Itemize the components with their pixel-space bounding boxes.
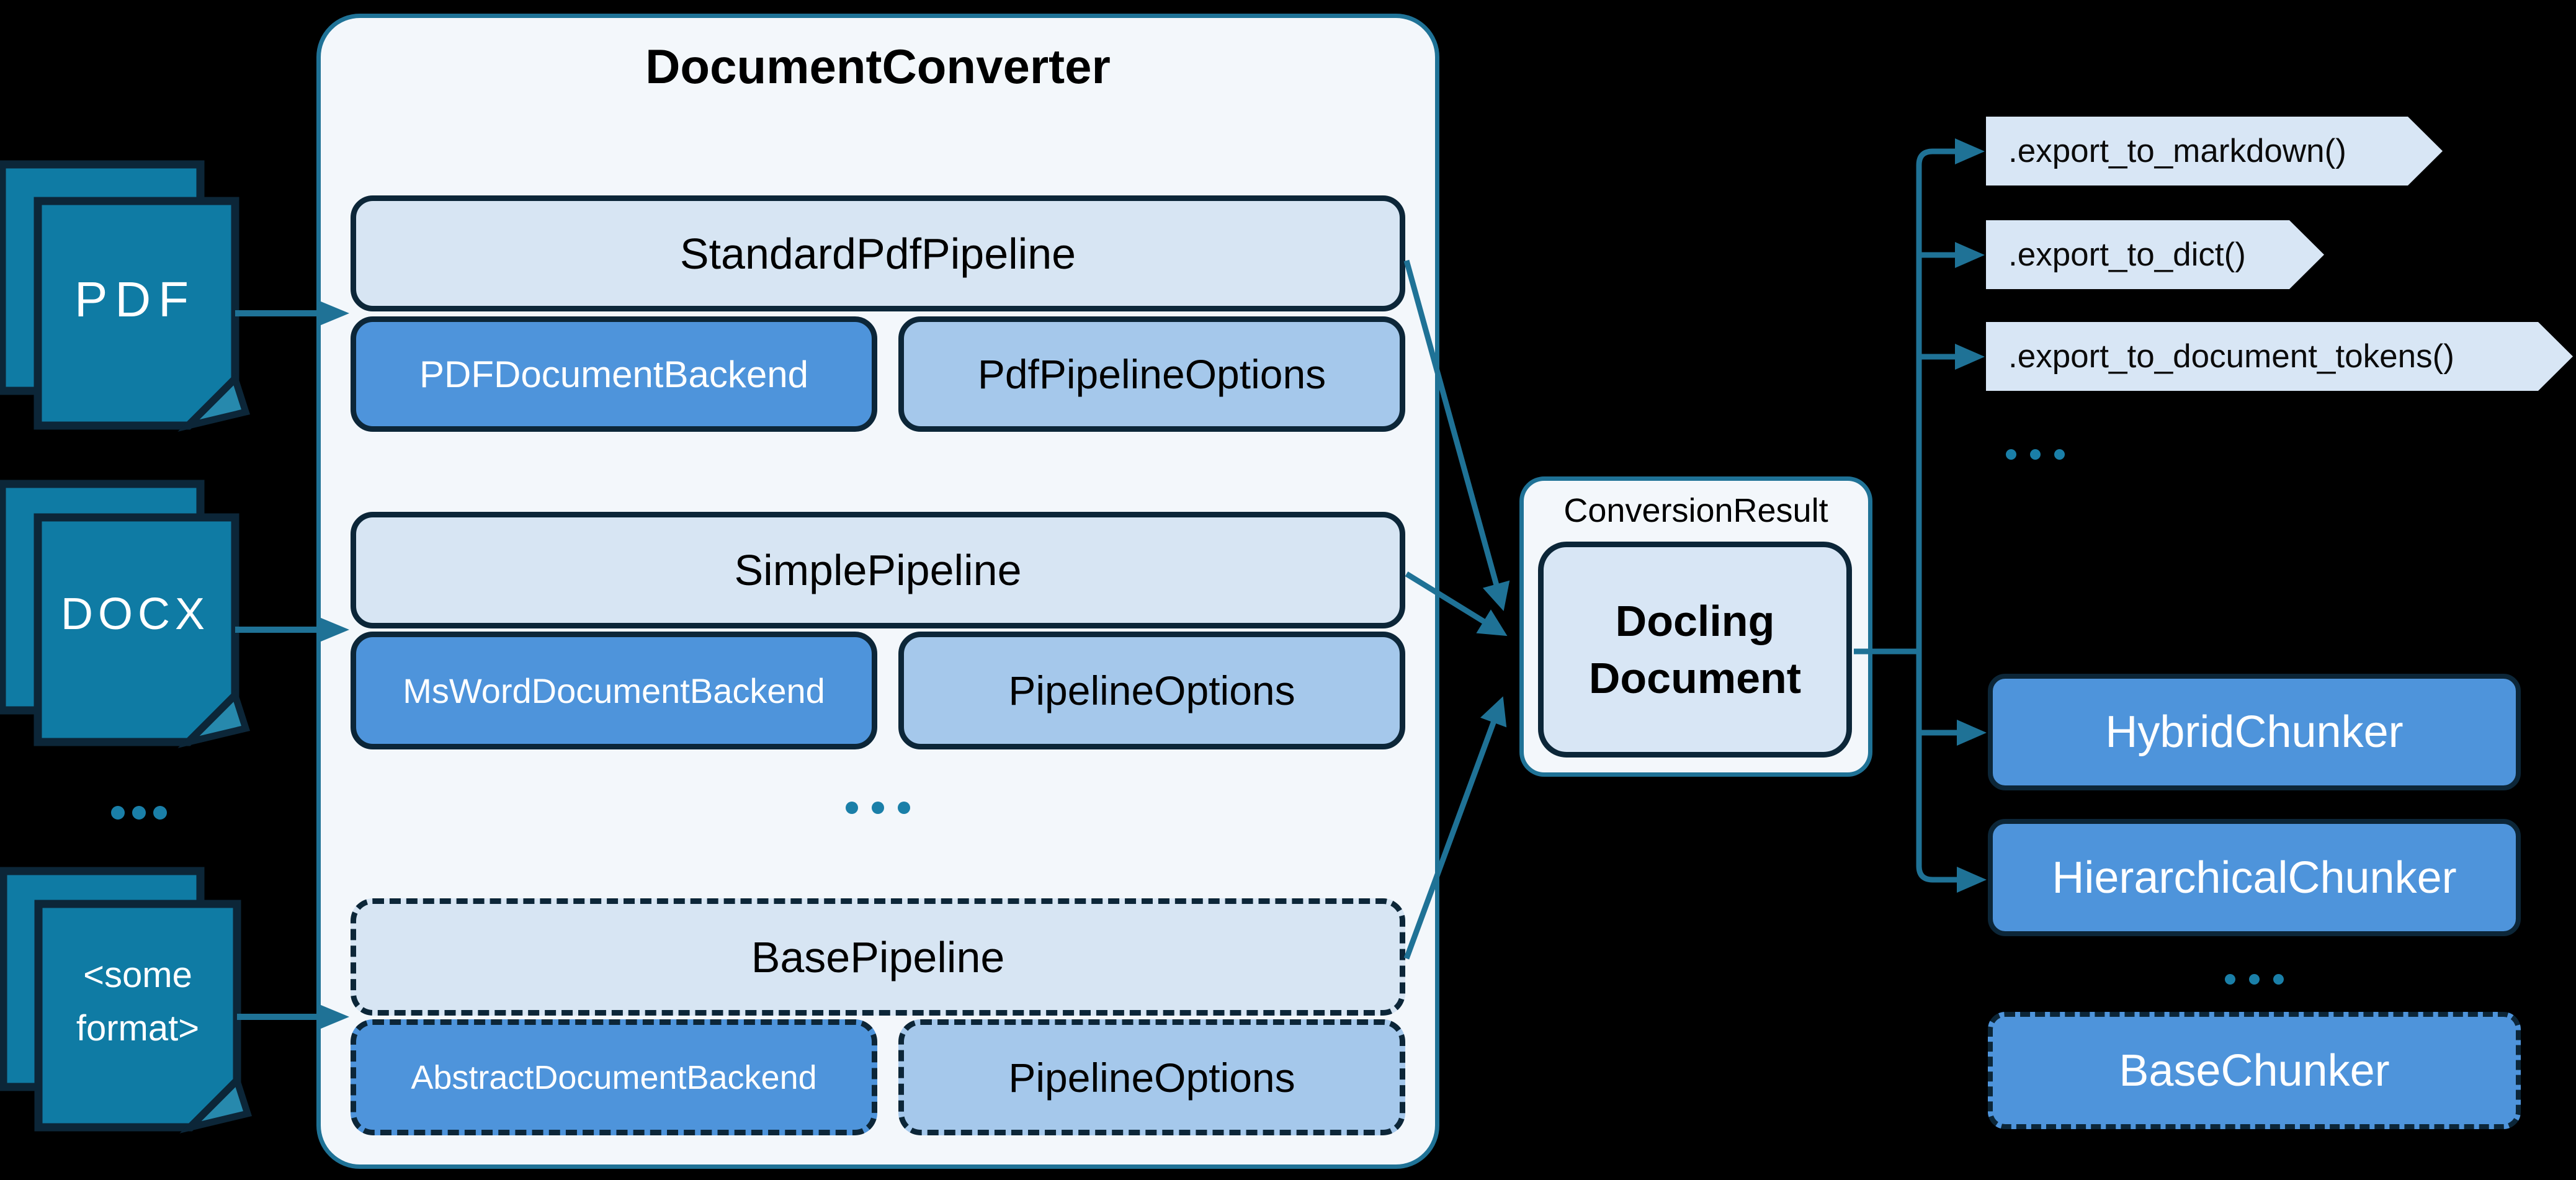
exports-ellipsis-icon (2001, 440, 2069, 468)
pipeline-standard-pdf-label: StandardPdfPipeline (679, 229, 1076, 278)
docling-document-line1: Docling (1615, 597, 1775, 645)
export-dict-label: .export_to_dict() (2008, 236, 2246, 273)
conversion-result-label: ConversionResult (1563, 492, 1828, 529)
pipeline-base: BasePipeline (351, 898, 1405, 1016)
docling-document-box: Docling Document (1538, 542, 1852, 758)
docx-label: DOCX (61, 589, 210, 639)
converter-ellipsis-icon (825, 794, 931, 821)
backend-pdf-document: PDFDocumentBackend (351, 316, 877, 432)
docling-document-line2: Document (1588, 654, 1802, 702)
export-doctokens-label: .export_to_document_tokens() (2008, 338, 2454, 375)
some-format-label-line1: <some (83, 955, 192, 995)
backend-msword-document-label: MsWordDocumentBackend (403, 671, 825, 710)
options-pdf-pipeline: PdfPipelineOptions (898, 316, 1405, 432)
options-pipeline-label: PipelineOptions (1008, 668, 1295, 713)
input-arrows (235, 310, 318, 1020)
pdf-label: PDF (74, 272, 196, 327)
hierarchical-chunker-box: HierarchicalChunker (1988, 819, 2521, 936)
base-chunker-label: BaseChunker (2119, 1045, 2390, 1096)
some-format-label-line2: format> (76, 1008, 199, 1048)
export-markdown-label: .export_to_markdown() (2008, 133, 2346, 169)
pipeline-simple: SimplePipeline (351, 512, 1405, 628)
pipeline-standard-pdf: StandardPdfPipeline (351, 195, 1405, 311)
pipeline-base-label: BasePipeline (751, 932, 1005, 981)
hybrid-chunker-label: HybridChunker (2105, 707, 2404, 757)
document-converter-title: DocumentConverter (645, 38, 1111, 94)
backend-msword-document: MsWordDocumentBackend (351, 632, 877, 749)
export-doctokens-chevron: .export_to_document_tokens() (1986, 322, 2573, 391)
some-format-document-icon: <some format> (0, 867, 253, 1133)
backend-abstract-document: AbstractDocumentBackend (351, 1019, 877, 1135)
backend-pdf-document-label: PDFDocumentBackend (419, 353, 808, 395)
options-pipeline: PipelineOptions (898, 632, 1405, 749)
base-chunker-box: BaseChunker (1988, 1012, 2521, 1129)
chunkers-ellipsis-icon (2220, 965, 2288, 993)
backend-abstract-document-label: AbstractDocumentBackend (411, 1058, 817, 1096)
docx-document-icon: DOCX (0, 480, 251, 748)
inputs-ellipsis-icon (111, 806, 167, 820)
export-markdown-chevron: .export_to_markdown() (1986, 117, 2443, 185)
options-base-pipeline-label: PipelineOptions (1008, 1054, 1295, 1101)
hybrid-chunker-box: HybridChunker (1988, 674, 2521, 790)
fanout-arrowheads (1955, 138, 1987, 893)
options-base-pipeline: PipelineOptions (898, 1019, 1405, 1135)
pipeline-simple-label: SimplePipeline (734, 546, 1022, 594)
hierarchical-chunker-label: HierarchicalChunker (2052, 852, 2457, 903)
export-dict-chevron: .export_to_dict() (1986, 220, 2324, 289)
options-pdf-pipeline-label: PdfPipelineOptions (977, 351, 1326, 397)
pdf-document-icon: PDF (0, 160, 251, 432)
